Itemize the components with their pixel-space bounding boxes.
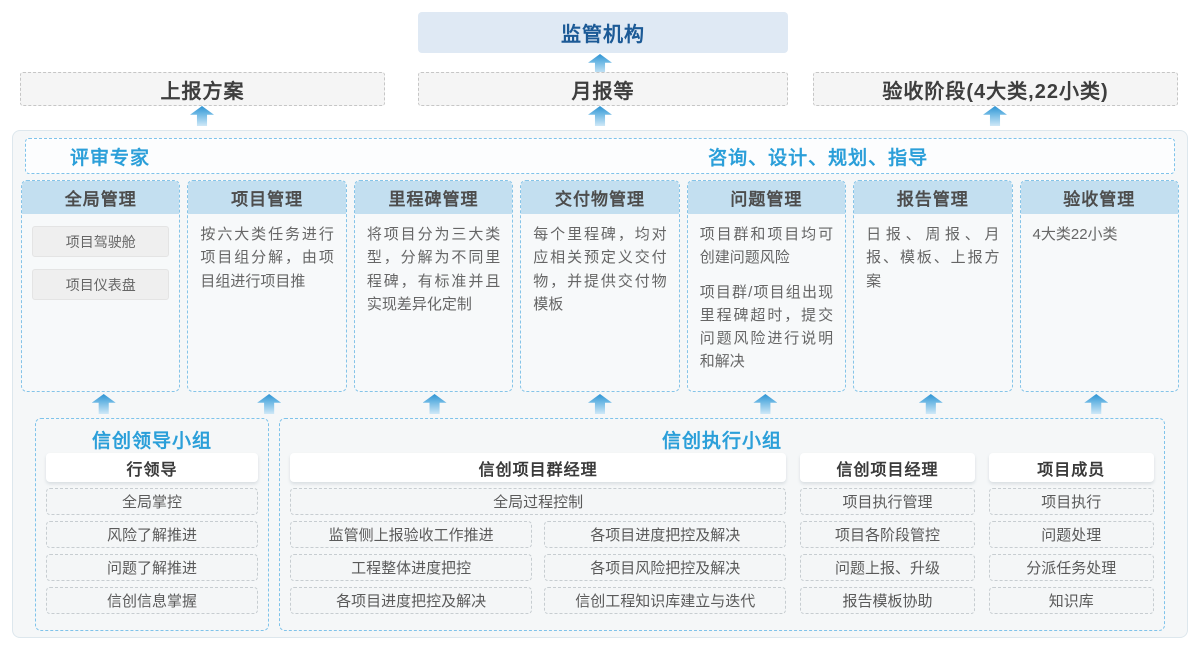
- output-label: 验收阶段(4大类,22小类): [882, 80, 1109, 103]
- program-manager-item: 全局过程控制: [290, 488, 787, 515]
- section-project-manager: 信创项目经理 项目执行管理 项目各阶段管控 问题上报、升级 报告模板协助: [800, 453, 975, 614]
- column-header: 验收管理: [1020, 181, 1178, 214]
- experts-band: 评审专家 咨询、设计、规划、指导: [25, 138, 1175, 174]
- column-paragraph: 项目群和项目均可创建问题风险: [699, 226, 834, 267]
- member-item: 项目执行: [988, 488, 1154, 515]
- leader-item: 风险了解推进: [46, 521, 258, 548]
- column-body: 将项目分为三大类型，分解为不同里程碑，有标准并且实现差异化定制: [355, 214, 512, 325]
- column-paragraph: 每个里程碑，均对应相关预定义交付物，并提供交付物模板: [533, 226, 667, 313]
- program-manager-item: 各项目进度把控及解决: [290, 587, 533, 614]
- column-report-management: 报告管理 日报、周报、月报、模板、上报方案: [853, 180, 1013, 392]
- column-paragraph: 按六大类任务进行项目组分解，由项目组进行项目推: [200, 226, 334, 290]
- leader-item: 信创信息掌握: [46, 587, 258, 614]
- output-box-report-plan: 上报方案: [20, 72, 385, 106]
- column-paragraph: 4大类22小类: [1032, 226, 1118, 243]
- role-header-project-member: 项目成员: [988, 453, 1154, 482]
- column-header: 报告管理: [854, 181, 1012, 214]
- column-issue-management: 问题管理 项目群和项目均可创建问题风险 项目群/项目组出现里程碑超时，提交问题风…: [686, 180, 847, 392]
- up-arrow-icon: [190, 106, 214, 126]
- output-box-monthly-report: 月报等: [418, 72, 788, 106]
- column-body: 日报、周报、月报、模板、上报方案: [854, 214, 1011, 302]
- program-manager-item: 各项目进度把控及解决: [544, 521, 787, 548]
- column-paragraph: 日报、周报、月报、模板、上报方案: [866, 226, 1000, 290]
- role-header-project-manager: 信创项目经理: [800, 453, 975, 482]
- group-title: 信创领导小组: [91, 430, 212, 452]
- column-acceptance-management: 验收管理 4大类22小类: [1019, 180, 1179, 392]
- column-header: 项目管理: [188, 181, 346, 214]
- leader-item: 全局掌控: [46, 488, 258, 515]
- program-manager-item: 信创工程知识库建立与迭代: [544, 587, 787, 614]
- program-manager-item: 监管侧上报验收工作推进: [290, 521, 533, 548]
- experts-right-label: 咨询、设计、规划、指导: [708, 147, 929, 169]
- regulator-label: 监管机构: [561, 24, 645, 46]
- section-program-manager: 信创项目群经理 全局过程控制 监管侧上报验收工作推进 工程整体进度把控 各项目进…: [290, 453, 787, 614]
- up-arrow-icon: [588, 54, 612, 74]
- project-manager-item: 项目各阶段管控: [800, 521, 975, 548]
- project-manager-item: 问题上报、升级: [800, 554, 975, 581]
- column-paragraph: 将项目分为三大类型，分解为不同里程碑，有标准并且实现差异化定制: [366, 226, 501, 313]
- regulator-box: 监管机构: [418, 12, 788, 53]
- column-body: 每个里程碑，均对应相关预定义交付物，并提供交付物模板: [521, 214, 678, 325]
- up-arrow-icon: [422, 394, 447, 414]
- group-executor: 信创执行小组 信创项目群经理 全局过程控制 监管侧上报验收工作推进 工程整体进度…: [279, 418, 1165, 631]
- program-manager-subcol-1: 监管侧上报验收工作推进 工程整体进度把控 各项目进度把控及解决: [290, 515, 533, 614]
- leader-item: 问题了解推进: [46, 554, 258, 581]
- role-header-program-manager: 信创项目群经理: [290, 453, 787, 482]
- section-project-member: 项目成员 项目执行 问题处理 分派任务处理 知识库: [988, 453, 1154, 614]
- column-body: 4大类22小类: [1021, 214, 1178, 255]
- up-arrow-icon: [91, 394, 116, 414]
- bottom-groups: 信创领导小组 行领导 全局掌控 风险了解推进 问题了解推进 信创信息掌握 信创执…: [35, 418, 1165, 631]
- group-leadership: 信创领导小组 行领导 全局掌控 风险了解推进 问题了解推进 信创信息掌握: [35, 418, 269, 631]
- program-manager-item: 各项目风险把控及解决: [544, 554, 787, 581]
- column-header: 交付物管理: [521, 181, 679, 214]
- column-paragraph: 项目群/项目组出现里程碑超时，提交问题风险进行说明和解决: [699, 283, 834, 371]
- column-milestone-management: 里程碑管理 将项目分为三大类型，分解为不同里程碑，有标准并且实现差异化定制: [353, 180, 514, 392]
- group-title: 信创执行小组: [661, 430, 782, 452]
- up-arrow-icon: [983, 106, 1007, 126]
- column-header: 问题管理: [687, 181, 846, 214]
- program-manager-item: 工程整体进度把控: [290, 554, 533, 581]
- executor-sections: 信创项目群经理 全局过程控制 监管侧上报验收工作推进 工程整体进度把控 各项目进…: [290, 453, 1154, 614]
- role-header-bank-leader: 行领导: [46, 453, 258, 482]
- program-manager-subcol-2: 各项目进度把控及解决 各项目风险把控及解决 信创工程知识库建立与迭代: [544, 515, 787, 614]
- output-label: 月报等: [571, 80, 635, 103]
- platform-container: 评审专家 咨询、设计、规划、指导 全局管理 项目驾驶舱 项目仪表盘 项目管理 按…: [12, 130, 1188, 638]
- program-manager-subcolumns: 监管侧上报验收工作推进 工程整体进度把控 各项目进度把控及解决 各项目进度把控及…: [290, 515, 787, 614]
- experts-left-label: 评审专家: [70, 147, 151, 169]
- up-arrow-icon: [587, 394, 612, 414]
- column-header: 全局管理: [22, 181, 180, 214]
- pill-project-dashboard: 项目仪表盘: [32, 269, 170, 300]
- pill-project-cockpit: 项目驾驶舱: [32, 226, 170, 257]
- up-arrow-icon: [257, 394, 282, 414]
- output-box-acceptance-stage: 验收阶段(4大类,22小类): [813, 72, 1178, 106]
- output-label: 上报方案: [160, 80, 245, 103]
- up-arrow-icon: [1084, 394, 1109, 414]
- up-arrow-icon: [753, 394, 778, 414]
- column-project-management: 项目管理 按六大类任务进行项目组分解，由项目组进行项目推: [187, 180, 347, 392]
- up-arrow-icon: [588, 106, 612, 126]
- column-global-management: 全局管理 项目驾驶舱 项目仪表盘: [21, 180, 181, 392]
- member-item: 问题处理: [988, 521, 1154, 548]
- column-header: 里程碑管理: [354, 181, 513, 214]
- project-manager-item: 项目执行管理: [800, 488, 975, 515]
- member-item: 知识库: [988, 587, 1154, 614]
- column-body: 项目群和项目均可创建问题风险 项目群/项目组出现里程碑超时，提交问题风险进行说明…: [688, 214, 845, 383]
- project-manager-item: 报告模板协助: [800, 587, 975, 614]
- member-item: 分派任务处理: [988, 554, 1154, 581]
- management-columns: 全局管理 项目驾驶舱 项目仪表盘 项目管理 按六大类任务进行项目组分解，由项目组…: [21, 180, 1179, 392]
- column-deliverable-management: 交付物管理 每个里程碑，均对应相关预定义交付物，并提供交付物模板: [520, 180, 680, 392]
- column-arrows-row: [21, 394, 1179, 416]
- up-arrow-icon: [918, 394, 943, 414]
- column-body: 按六大类任务进行项目组分解，由项目组进行项目推: [188, 214, 345, 302]
